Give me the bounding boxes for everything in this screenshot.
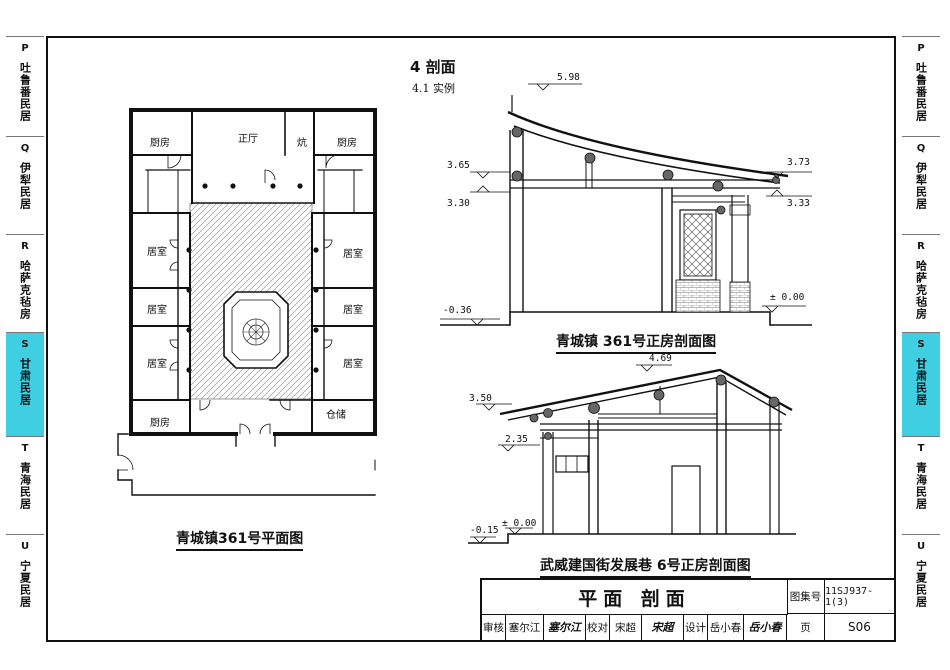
elevation-label: -0.15: [470, 525, 499, 536]
page-number: S06: [848, 620, 871, 634]
checker-signature: 宋超: [642, 614, 684, 640]
elevation-label: 3.30: [447, 198, 470, 209]
room-label: 正厅: [238, 134, 258, 145]
section-tab-u[interactable]: U 宁夏民居: [902, 534, 940, 642]
elevation-label: ± 0.00: [770, 292, 805, 303]
section-tab-letter: Q: [20, 143, 30, 154]
section-tab-letter: S: [917, 339, 925, 350]
section-tab-p[interactable]: P 吐鲁番民居: [902, 36, 940, 136]
plan-doors: [117, 154, 340, 471]
designer-signature: 岳小春: [744, 614, 787, 640]
room-label: 厨房: [150, 418, 170, 429]
section-tab-name: 宁夏民居: [18, 560, 32, 608]
elevation-label: 3.33: [787, 198, 810, 209]
elevation-label: 3.65: [447, 160, 470, 171]
room-label: 居室: [147, 247, 167, 258]
section-tab-letter: P: [21, 43, 29, 54]
section-tab-name: 青海民居: [18, 462, 32, 510]
drawing-frame: [46, 36, 896, 642]
room-label: 居室: [343, 359, 363, 370]
section-tab-s[interactable]: S 甘肃民居: [6, 332, 44, 436]
checker-name: 宋超: [610, 614, 642, 640]
section-tab-letter: S: [21, 339, 29, 350]
review-label: 审核: [482, 614, 506, 640]
section-title: 4 剖面: [410, 58, 456, 76]
reviewer-signature: 塞尔江: [544, 614, 586, 640]
section-tab-t[interactable]: T 青海民居: [902, 436, 940, 534]
section-tab-name: 甘肃民居: [18, 358, 32, 406]
room-label: 厨房: [150, 138, 170, 149]
section-tab-name: 甘肃民居: [914, 358, 928, 406]
room-label: 炕: [297, 138, 307, 149]
reviewer-name: 塞尔江: [506, 614, 544, 640]
section-tab-letter: Q: [916, 143, 926, 154]
room-label: 居室: [343, 305, 363, 316]
room-label: 厨房: [337, 138, 357, 149]
section-tab-name: 吐鲁番民居: [18, 62, 32, 122]
room-label: 居室: [147, 305, 167, 316]
plan-caption: 青城镇361号平面图: [176, 528, 304, 551]
section-tab-letter: R: [917, 241, 925, 252]
section-tab-letter: U: [916, 541, 926, 552]
section-tab-t[interactable]: T 青海民居: [6, 436, 44, 534]
plan-windows: [129, 229, 377, 351]
section-tab-name: 吐鲁番民居: [914, 62, 928, 122]
section-tab-letter: T: [21, 443, 29, 454]
design-label: 设计: [684, 614, 708, 640]
section-tab-letter: R: [21, 241, 29, 252]
section-tab-u[interactable]: U 宁夏民居: [6, 534, 44, 642]
elevation-label: -0.36: [443, 305, 472, 316]
section-tab-name: 哈萨克毡房: [914, 260, 928, 320]
section-2-caption: 武威建国街发展巷 6号正房剖面图: [540, 555, 751, 578]
section-tab-name: 哈萨克毡房: [18, 260, 32, 320]
section-tab-r[interactable]: R 哈萨克毡房: [902, 234, 940, 332]
atlas-label: 图集号: [787, 580, 825, 614]
courtyard-planter: [223, 291, 289, 369]
elevation-label: 3.73: [787, 157, 810, 168]
designer-name: 岳小春: [708, 614, 744, 640]
check-label: 校对: [586, 614, 610, 640]
right-section-tabs: P 吐鲁番民居 Q 伊犁民居 R 哈萨克毡房 S 甘肃民居 T 青海民居 U 宁夏民居: [902, 36, 940, 642]
room-label: 居室: [343, 249, 363, 260]
section-tab-name: 伊犁民居: [914, 162, 928, 210]
section-tab-name: 青海民居: [914, 462, 928, 510]
room-label: 仓储: [326, 410, 346, 421]
section-tab-letter: P: [917, 43, 925, 54]
elevation-label: 2.35: [505, 434, 528, 445]
section-tab-p[interactable]: P 吐鲁番民居: [6, 36, 44, 136]
plan-columns: [186, 183, 319, 373]
section-tab-r[interactable]: R 哈萨克毡房: [6, 234, 44, 332]
section-tab-letter: T: [917, 443, 925, 454]
elevation-label: 5.98: [557, 72, 580, 83]
section-tab-q[interactable]: Q 伊犁民居: [6, 136, 44, 234]
page-label: 页: [787, 614, 825, 640]
left-section-tabs: P 吐鲁番民居 Q 伊犁民居 R 哈萨克毡房 S 甘肃民居 T 青海民居 U 宁夏民居: [6, 36, 44, 642]
section-tab-q[interactable]: Q 伊犁民居: [902, 136, 940, 234]
section-tab-letter: U: [20, 541, 30, 552]
room-label: 居室: [147, 359, 167, 370]
plan-walls: [117, 108, 377, 496]
subsection-title: 4.1 实例: [412, 82, 455, 95]
title-block: 平面 剖面 图集号 11SJ937-1(3) 审核 塞尔江 塞尔江 校对 宋超 …: [480, 578, 896, 642]
section-tab-name: 宁夏民居: [914, 560, 928, 608]
section-tab-s[interactable]: S 甘肃民居: [902, 332, 940, 436]
elevation-label: ± 0.00: [502, 518, 537, 529]
section-tab-name: 伊犁民居: [18, 162, 32, 210]
drawing-title: 平面 剖面: [482, 580, 788, 615]
atlas-number: 11SJ937-1(3): [825, 580, 894, 614]
elevation-label: 4.69: [649, 353, 672, 364]
elevation-label: 3.50: [469, 393, 492, 404]
section-1-caption: 青城镇 361号正房剖面图: [556, 331, 717, 354]
